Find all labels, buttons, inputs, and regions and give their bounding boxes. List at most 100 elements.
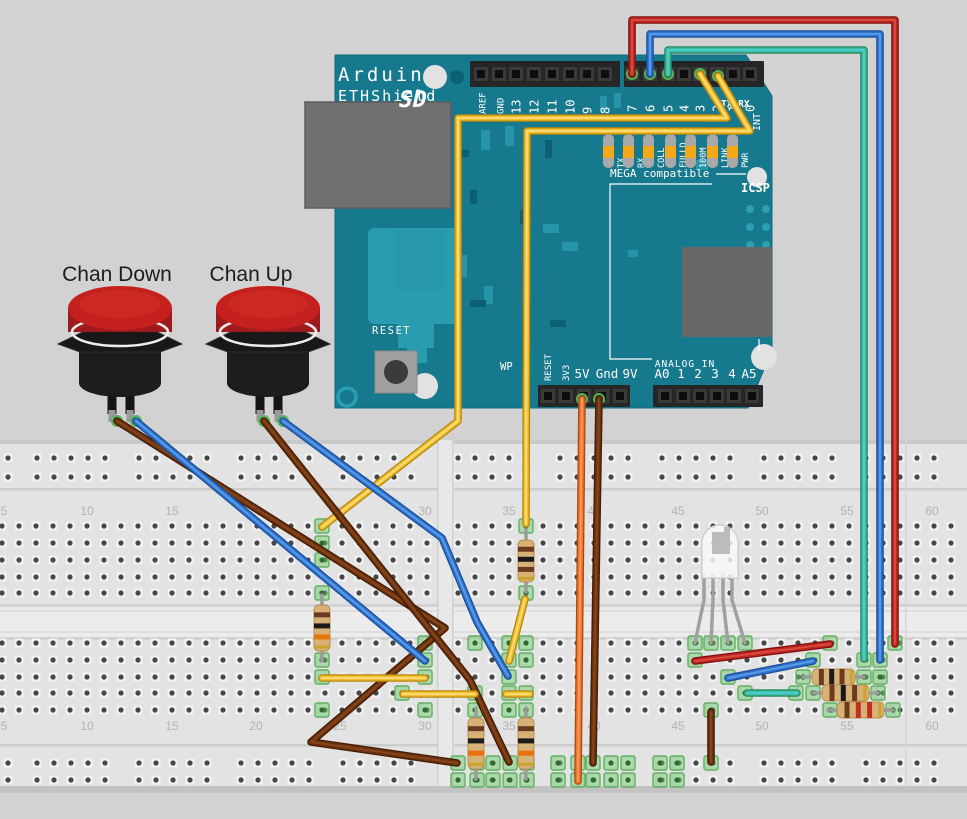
pin-label: A5 — [741, 366, 756, 381]
pin-label: 6 — [644, 105, 658, 112]
pin-label: Gnd — [596, 366, 619, 381]
pin-label: 8 — [599, 107, 613, 114]
wire-teal-pin5[interactable] — [664, 46, 868, 663]
pin-label: 13 — [510, 100, 524, 114]
pin-label: A0 — [654, 366, 669, 381]
status-led-label: PWR — [741, 152, 751, 168]
column-number: 15 — [165, 504, 179, 518]
column-number: 45 — [671, 504, 685, 518]
wire-brown-chandown[interactable] — [113, 417, 461, 767]
column-number: 55 — [840, 719, 854, 733]
icsp-pads — [746, 205, 770, 249]
pin-label: AREF — [479, 92, 489, 114]
column-number: 60 — [925, 719, 939, 733]
resistor-led-row-j[interactable] — [826, 701, 895, 719]
pin-label: RESET — [544, 353, 554, 381]
resistor-pulldown-1[interactable] — [467, 706, 485, 781]
mounting-holes — [336, 65, 777, 408]
wire-brown-chanup[interactable] — [260, 417, 513, 766]
resistors — [313, 528, 895, 781]
resistor-mid-vertical[interactable] — [517, 528, 535, 594]
resistor-led-row-h[interactable] — [801, 668, 866, 686]
status-led-label: TX — [617, 157, 627, 168]
wire-brown-gnd[interactable] — [589, 395, 603, 767]
column-number: 5 — [1, 719, 8, 733]
status-led-label: COLL — [657, 148, 667, 168]
wires — [113, 16, 899, 785]
pin-label: 4 — [678, 105, 692, 112]
pin-label: 3 — [711, 366, 719, 381]
wp-label: WP — [500, 361, 513, 373]
pin-label: 0 — [744, 105, 758, 112]
pin-label: 1 — [677, 366, 685, 381]
column-number: 35 — [502, 719, 516, 733]
wire-orange-5v[interactable] — [574, 395, 586, 785]
status-led-label: 100M — [699, 148, 709, 168]
column-number: 10 — [80, 504, 94, 518]
resistor-led-row-i[interactable] — [811, 684, 880, 702]
pin-label: 10 — [564, 100, 578, 114]
int-label: INT — [752, 113, 763, 131]
ethernet-chip — [682, 247, 772, 337]
column-number: 35 — [502, 504, 516, 518]
breadboard-seam — [437, 440, 454, 786]
column-number: 15 — [165, 719, 179, 733]
status-led-label: LINK — [721, 147, 731, 168]
wire-red-jumper[interactable] — [691, 640, 834, 665]
column-number: 10 — [80, 719, 94, 733]
column-number: 55 — [840, 504, 854, 518]
chan-up-button-label: Chan Up — [210, 263, 293, 286]
pin-label: 9V — [622, 366, 638, 381]
rgb-led-component — [693, 524, 747, 645]
column-number: 5 — [1, 504, 8, 518]
push-buttons: Chan Down Chan Up — [56, 263, 332, 422]
pin-label: 5 — [662, 105, 676, 112]
pin-label: 2 — [694, 366, 702, 381]
pin-label: 3 — [694, 105, 708, 112]
pin-label: GND — [497, 98, 507, 114]
resistor-pulldown-2[interactable] — [517, 706, 535, 781]
reset-button-cap[interactable] — [384, 360, 408, 384]
column-number: 50 — [755, 504, 769, 518]
mega-outline — [609, 183, 712, 360]
pin-label: 11 — [546, 100, 560, 114]
resistor-left-vertical[interactable] — [313, 593, 331, 663]
icsp-label: ICSP — [741, 181, 770, 195]
chan-down-button[interactable]: Chan Down — [56, 263, 184, 422]
rgb-led[interactable] — [693, 524, 747, 645]
pin-label: 12 — [528, 100, 542, 114]
status-leds: TX RX COLL FULLD 100M LINK PWR — [603, 134, 751, 168]
status-led-label: RX — [637, 157, 647, 168]
pin-label: 9 — [581, 107, 595, 114]
mega-compatible-label: MEGA compatible — [610, 167, 709, 180]
wire-blue-chanup[interactable] — [279, 417, 512, 680]
column-number: 20 — [249, 719, 263, 733]
arduino-eth-shield[interactable]: Arduino ETHShield SD RESET WP MEGA compa… — [304, 54, 777, 409]
chan-up-button[interactable]: Chan Up — [204, 263, 332, 422]
wire-yellow-jumper4[interactable] — [505, 595, 529, 665]
wire-blue-jumper[interactable] — [724, 657, 817, 682]
wire-blue-chandown[interactable] — [132, 417, 429, 665]
sd-logo: SD — [396, 86, 429, 113]
column-number: 30 — [418, 719, 432, 733]
brand-model: ETHShield — [338, 87, 437, 105]
analog-in-label: ANALOG IN — [655, 359, 715, 370]
ethernet-jack — [304, 101, 452, 209]
wire-yellow-pin2[interactable] — [522, 72, 754, 528]
brand-name: Arduino — [338, 64, 439, 86]
column-number: 45 — [671, 719, 685, 733]
pin-label: 5V — [574, 366, 590, 381]
column-number: 50 — [755, 719, 769, 733]
wire-red-pin7[interactable] — [628, 16, 899, 648]
column-number: 60 — [925, 504, 939, 518]
column-number: 30 — [418, 504, 432, 518]
pin-label: 4 — [728, 366, 736, 381]
pin-label: 3V3 — [562, 365, 572, 381]
wire-yellow-pin3[interactable] — [318, 70, 731, 531]
reset-button-label: RESET — [372, 325, 411, 337]
pin-label: 7 — [626, 105, 640, 112]
status-led-label: FULLD — [679, 142, 689, 168]
wire-blue-pin6[interactable] — [646, 30, 884, 664]
